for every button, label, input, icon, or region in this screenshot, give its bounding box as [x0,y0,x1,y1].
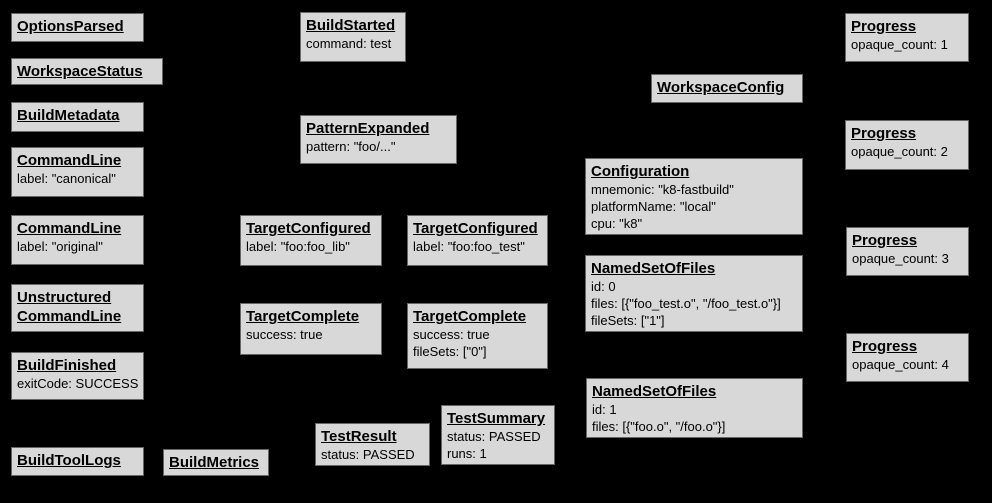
node-detail: pattern: "foo/..." [306,139,396,154]
node-detail: id: 1 [592,402,617,417]
node-detail: id: 0 [591,279,616,294]
node-workspace-config: WorkspaceConfig [651,74,803,103]
node-title: TestResult [321,428,397,445]
node-detail: exitCode: SUCCESS [17,376,139,391]
node-workspace-status: WorkspaceStatus [11,58,163,85]
node-detail: cpu: "k8" [591,216,643,231]
node-title: TargetConfigured [413,220,538,237]
node-target-configured-foo-test: TargetConfigured label: "foo:foo_test" [407,215,548,266]
node-title: Progress [852,338,918,355]
node-detail: opaque_count: 3 [852,251,949,266]
node-title: TestSummary [447,410,546,427]
node-detail: platformName: "local" [591,199,716,214]
node-configuration: Configuration mnemonic: "k8-fastbuild" p… [585,158,803,235]
node-detail: runs: 1 [447,446,487,461]
node-title: BuildFinished [17,357,117,374]
node-build-finished: BuildFinished exitCode: SUCCESS [11,352,144,400]
node-detail: success: true [413,327,490,342]
node-command-line-original: CommandLine label: "original" [11,215,144,265]
node-title-line2: CommandLine [17,308,122,325]
node-detail: success: true [246,327,323,342]
node-title: BuildMetrics [169,454,260,471]
node-detail: fileSets: ["0"] [413,344,487,359]
node-title: OptionsParsed [17,18,124,35]
node-title: PatternExpanded [306,120,430,137]
node-title: Progress [852,232,918,249]
node-progress-2: Progress opaque_count: 2 [845,120,969,170]
node-detail: fileSets: ["1"] [591,313,665,328]
node-title: CommandLine [17,220,122,237]
node-command-line-canonical: CommandLine label: "canonical" [11,147,144,197]
node-test-summary: TestSummary status: PASSED runs: 1 [441,405,555,465]
node-detail: command: test [306,36,392,51]
node-title: BuildMetadata [17,107,120,124]
node-detail: files: [{"foo_test.o", "/foo_test.o"}] [591,296,781,311]
node-target-complete-foo-test: TargetComplete success: true fileSets: [… [407,303,548,369]
node-detail: label: "foo:foo_test" [413,239,525,254]
node-title: Progress [851,125,917,142]
node-detail: mnemonic: "k8-fastbuild" [591,182,734,197]
node-title: NamedSetOfFiles [592,383,717,400]
node-title: TargetConfigured [246,220,371,237]
node-detail: status: PASSED [321,447,415,462]
node-detail: opaque_count: 4 [852,357,949,372]
node-build-metadata: BuildMetadata [11,102,144,132]
node-unstructured-command-line: Unstructured CommandLine [11,284,144,332]
node-options-parsed: OptionsParsed [11,13,144,42]
node-detail: label: "canonical" [17,171,116,186]
node-title: WorkspaceStatus [17,63,143,80]
node-test-result: TestResult status: PASSED [315,423,430,466]
node-pattern-expanded: PatternExpanded pattern: "foo/..." [300,115,457,164]
node-detail: files: [{"foo.o", "/foo.o"}] [592,419,726,434]
node-detail: label: "original" [17,239,103,254]
node-detail: opaque_count: 2 [851,144,948,159]
node-title: TargetComplete [413,308,527,325]
node-detail: opaque_count: 1 [851,37,948,52]
node-build-started: BuildStarted command: test [300,12,406,62]
node-progress-3: Progress opaque_count: 3 [846,227,969,276]
node-title: Configuration [591,163,690,180]
node-progress-1: Progress opaque_count: 1 [845,13,969,62]
node-build-metrics: BuildMetrics [163,449,269,476]
node-target-complete-foo-lib: TargetComplete success: true [240,303,382,355]
node-build-tool-logs: BuildToolLogs [11,447,144,476]
node-title: BuildStarted [306,17,396,34]
node-title: CommandLine [17,152,122,169]
node-target-configured-foo-lib: TargetConfigured label: "foo:foo_lib" [240,215,382,266]
node-named-set-of-files-0: NamedSetOfFiles id: 0 files: [{"foo_test… [585,255,803,332]
node-named-set-of-files-1: NamedSetOfFiles id: 1 files: [{"foo.o", … [586,378,803,438]
node-detail: status: PASSED [447,429,541,444]
node-title: Unstructured [17,289,112,306]
node-progress-4: Progress opaque_count: 4 [846,333,969,382]
node-title: BuildToolLogs [17,452,121,469]
node-title: WorkspaceConfig [657,79,785,96]
node-title: Progress [851,18,917,35]
node-title: NamedSetOfFiles [591,260,716,277]
node-detail: label: "foo:foo_lib" [246,239,350,254]
node-title: TargetComplete [246,308,360,325]
